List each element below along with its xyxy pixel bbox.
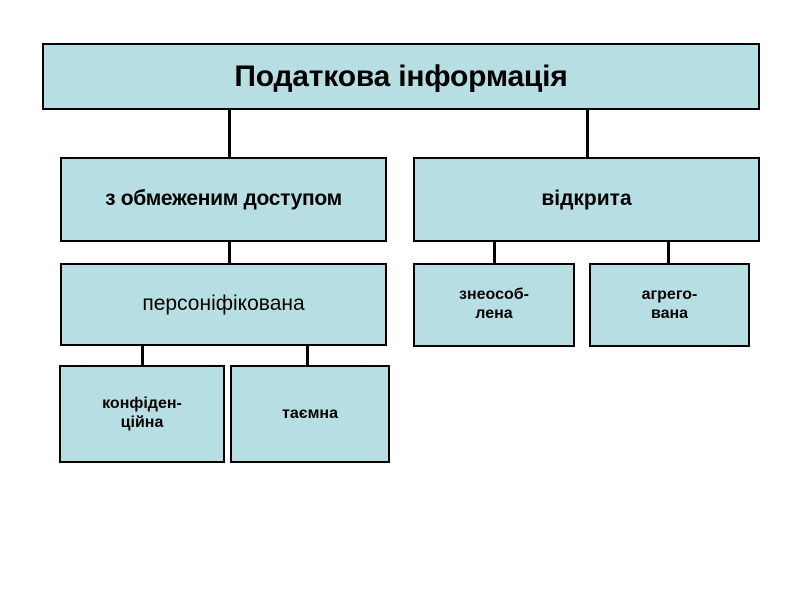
node-depersonalized-label: знеособ- лена: [459, 286, 529, 322]
node-open-access: відкрита: [413, 157, 760, 242]
node-personified-label: персоніфікована: [142, 292, 305, 316]
connector-root-to-restricted: [228, 108, 231, 159]
node-secret: таємна: [230, 365, 390, 463]
connector-open-to-depersonalized: [493, 240, 496, 265]
connector-root-to-open: [586, 108, 589, 159]
node-root-tax-information: Податкова інформація: [42, 43, 760, 110]
node-root-label: Податкова інформація: [234, 59, 568, 93]
connector-restricted-to-personified: [228, 240, 231, 265]
node-aggregated: агрего- вана: [589, 263, 750, 347]
node-restricted-label: з обмеженим доступом: [105, 187, 342, 211]
node-personified: персоніфікована: [60, 263, 387, 346]
node-confidential-label: конфіден- ційна: [102, 395, 182, 431]
node-confidential: конфіден- ційна: [59, 365, 225, 463]
node-depersonalized: знеособ- лена: [413, 263, 575, 347]
node-restricted-access: з обмеженим доступом: [60, 157, 387, 242]
node-open-label: відкрита: [541, 187, 632, 211]
connector-personified-to-secret: [306, 344, 309, 367]
connector-open-to-aggregated: [667, 240, 670, 265]
node-aggregated-label: агрего- вана: [641, 286, 698, 322]
node-secret-label: таємна: [282, 404, 338, 422]
connector-personified-to-confidential: [141, 344, 144, 367]
